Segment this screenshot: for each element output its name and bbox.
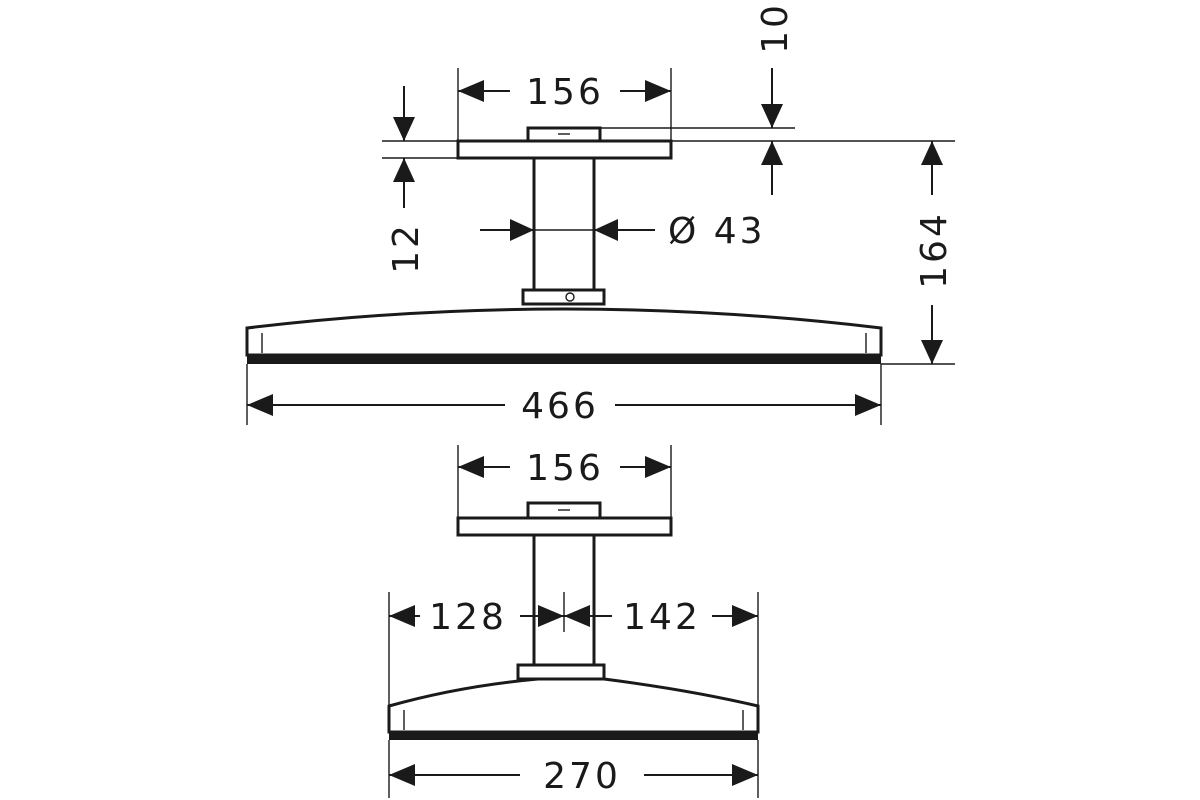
dimension-164: 164 (881, 141, 955, 365)
dimension-label-466: 466 (521, 386, 599, 427)
stem-top (532, 156, 596, 293)
dimension-label-156-top: 156 (526, 72, 604, 113)
dimension-label-164: 164 (914, 211, 955, 289)
dimension-12: 12 (382, 86, 458, 274)
dimension-label-10: 10 (755, 2, 796, 54)
shower-head-top (245, 307, 883, 357)
dimension-466: 466 (246, 364, 882, 427)
nozzle-strip-bottom (389, 732, 758, 740)
dimension-270: 270 (388, 740, 759, 798)
dimension-diameter-43: Ø 43 (480, 211, 766, 252)
front-elevation (245, 126, 883, 364)
dimension-156-bottom: 156 (457, 445, 672, 518)
dimension-label-128: 128 (429, 597, 507, 638)
dimension-10: 10 (598, 2, 955, 195)
dimension-label-156-bottom: 156 (526, 448, 604, 489)
nozzle-strip-top (247, 355, 881, 364)
ceiling-plate-bottom (456, 516, 673, 537)
shower-head-bottom (387, 677, 760, 734)
side-elevation (387, 501, 760, 740)
dimension-label-142: 142 (623, 597, 701, 638)
dimension-label-270: 270 (543, 756, 621, 797)
dimension-128-142: 128 142 (388, 592, 759, 706)
dimension-label-diameter: Ø 43 (668, 211, 766, 252)
stem-collar-top (521, 288, 606, 306)
ceiling-plate-top (456, 139, 673, 160)
dimension-156-top: 156 (457, 68, 672, 140)
dimension-label-12: 12 (386, 222, 427, 274)
stem-collar-bottom (516, 663, 606, 681)
